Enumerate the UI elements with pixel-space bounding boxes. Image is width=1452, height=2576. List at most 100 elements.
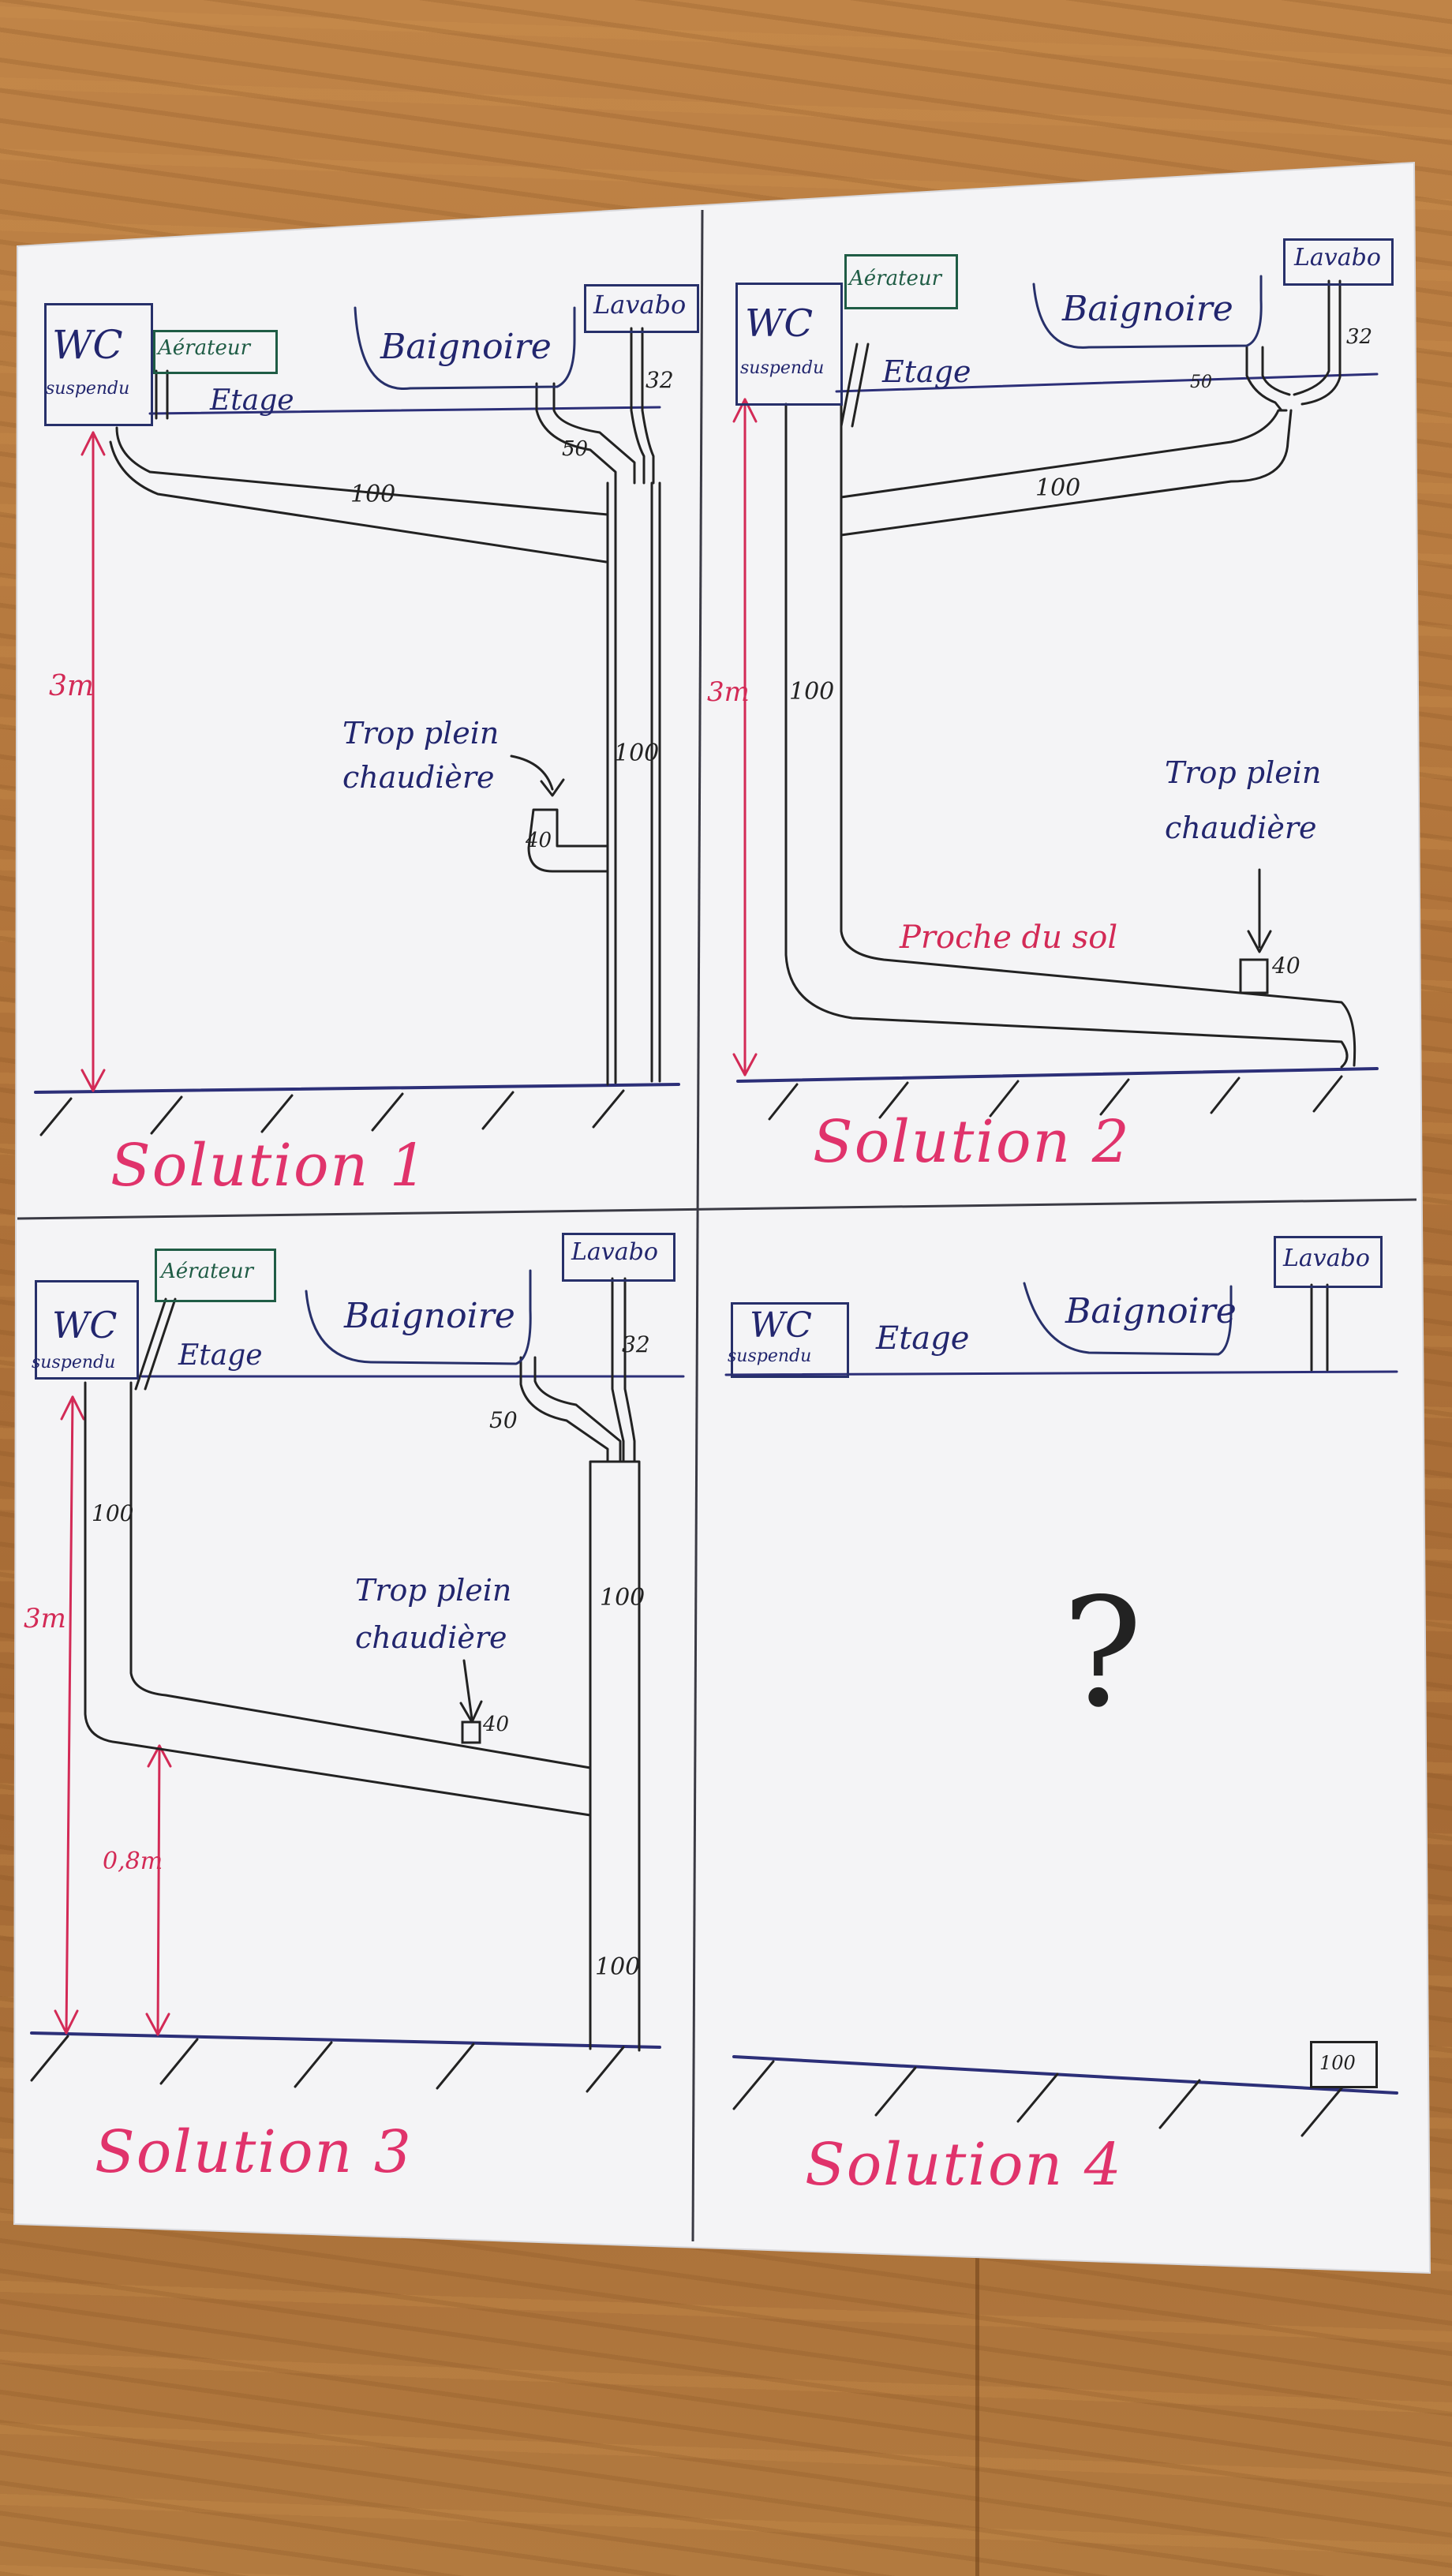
s1-aerator-pipe	[155, 369, 169, 420]
s3-wc-sub: suspendu	[32, 1353, 116, 1372]
s2-overflow-fitting	[1239, 958, 1269, 994]
s3-aerator-pipe	[134, 1297, 177, 1391]
s3-lavabo-label: Lavabo	[571, 1238, 658, 1266]
s3-etage-label: Etage	[178, 1339, 263, 1372]
s1-wc-sub: suspendu	[46, 379, 130, 399]
s2-aerator-pipe	[840, 343, 870, 428]
s1-trop-plein-label: Trop plein	[342, 716, 500, 751]
s4-upper-floor-line	[724, 1370, 1398, 1376]
s2-aerator-label: Aérateur	[849, 267, 942, 290]
s4-ground-hatching	[732, 2060, 1343, 2137]
s1-wc-box	[44, 303, 153, 426]
s4-lavabo-pipe	[1310, 1283, 1329, 1372]
s3-overflow-arrow	[462, 1659, 473, 1720]
s1-lavabo-box	[584, 284, 699, 333]
s3-aerator-box	[155, 1249, 276, 1302]
s4-lavabo-box	[1274, 1236, 1383, 1288]
s2-bath-pipe	[1245, 346, 1291, 412]
s2-size-40: 40	[1272, 953, 1300, 979]
s3-trop-plein-label: Trop plein	[355, 1573, 512, 1608]
s1-size-50: 50	[562, 437, 589, 461]
s1-aerator-box	[153, 330, 278, 374]
table-board-seam	[975, 2194, 979, 2576]
s3-vertical-stack	[589, 1460, 641, 2052]
s1-upper-floor-line	[148, 406, 661, 415]
s3-low-height-label: 0,8m	[103, 1848, 163, 1875]
s1-horizontal-pipe	[109, 426, 609, 564]
s4-wc-label: WC	[750, 1305, 812, 1346]
s4-wc-box	[731, 1302, 849, 1378]
solution-2-drawing	[732, 275, 1379, 1121]
s2-wc-box	[735, 283, 843, 406]
s2-size-50: 50	[1190, 373, 1212, 392]
s4-question-mark: ?	[1062, 1566, 1143, 1740]
paper-outline	[13, 161, 1431, 2275]
s3-ground-hatching	[30, 2035, 625, 2093]
s2-wc-label: WC	[745, 301, 814, 346]
s4-bathtub-outline	[1023, 1282, 1233, 1356]
s1-size-100-vertical: 100	[614, 739, 660, 767]
solution-1-drawing	[34, 306, 680, 1136]
s4-baignoire-label: Baignoire	[1065, 1291, 1237, 1331]
s1-height-label: 3m	[49, 670, 95, 702]
s1-size-40: 40	[526, 829, 552, 852]
solution-4-drawing	[724, 1282, 1398, 2137]
s4-lavabo-label: Lavabo	[1283, 1245, 1370, 1272]
s3-overflow-fitting	[461, 1720, 481, 1744]
s3-lavabo-box	[562, 1233, 675, 1282]
s1-bath-pipe	[535, 382, 617, 485]
s1-lavabo-label: Lavabo	[593, 290, 687, 320]
s2-horizontal-pipe	[840, 409, 1293, 537]
s3-height-label: 3m	[24, 1603, 66, 1634]
s3-size-32: 32	[622, 1331, 650, 1357]
s2-height-arrow	[732, 398, 758, 1076]
s3-aerator-label: Aérateur	[161, 1260, 254, 1283]
s4-etage-label: Etage	[876, 1320, 970, 1357]
s1-height-arrow	[80, 431, 106, 1092]
s1-ground-line	[34, 1083, 680, 1094]
s2-size-100-vertical: 100	[789, 678, 835, 706]
s1-title: Solution 1	[110, 1132, 428, 1200]
s2-ground-line	[736, 1067, 1379, 1083]
s1-chaudiere-label: chaudière	[342, 760, 495, 795]
s2-vertical-pipe	[784, 402, 1357, 1069]
s1-vertical-stack	[606, 481, 661, 1086]
solution-3-drawing	[30, 1269, 685, 2093]
s4-floor-outlet-label: 100	[1319, 2052, 1356, 2074]
s3-lavabo-pipe	[611, 1277, 636, 1463]
horizontal-divider	[17, 1198, 1417, 1220]
vertical-divider	[691, 209, 704, 2242]
s1-lavabo-pipe	[630, 327, 655, 485]
s3-height-arrow	[54, 1395, 85, 2035]
s2-aerator-box	[844, 254, 958, 309]
s4-ground-line	[732, 2055, 1398, 2095]
s2-title: Solution 2	[813, 1108, 1131, 1176]
s1-baignoire-label: Baignoire	[380, 327, 552, 367]
s2-wc-sub: suspendu	[740, 358, 825, 378]
s1-overflow-arrow	[510, 754, 554, 791]
s3-title: Solution 3	[95, 2118, 413, 2186]
s3-size-100-upper: 100	[600, 1584, 646, 1612]
s1-size-100-horizontal: 100	[350, 481, 396, 508]
s1-etage-label: Etage	[210, 384, 294, 417]
s3-ground-line	[30, 2031, 661, 2049]
s2-size-100-horizontal: 100	[1035, 474, 1081, 502]
s2-chaudiere-label: chaudière	[1165, 811, 1317, 845]
s3-size-40: 40	[483, 1713, 510, 1736]
s2-lavabo-pipe	[1293, 279, 1342, 406]
s4-wc-sub: suspendu	[728, 1346, 812, 1366]
s3-size-100-lower: 100	[595, 1953, 641, 1981]
s2-etage-label: Etage	[882, 354, 971, 389]
s3-size-100-wc-drop: 100	[92, 1500, 134, 1526]
s2-bathtub-outline	[1032, 275, 1263, 349]
s2-ground-hatching	[768, 1075, 1343, 1121]
s2-upper-floor-line	[835, 373, 1379, 393]
s2-near-floor-label: Proche du sol	[900, 919, 1118, 956]
s2-height-label: 3m	[707, 676, 750, 708]
s1-aerator-label: Aérateur	[158, 336, 251, 360]
s1-size-32: 32	[646, 367, 674, 393]
s2-lavabo-box	[1283, 238, 1394, 286]
s3-baignoire-label: Baignoire	[344, 1296, 515, 1336]
s4-floor-outlet-box	[1310, 2041, 1378, 2088]
